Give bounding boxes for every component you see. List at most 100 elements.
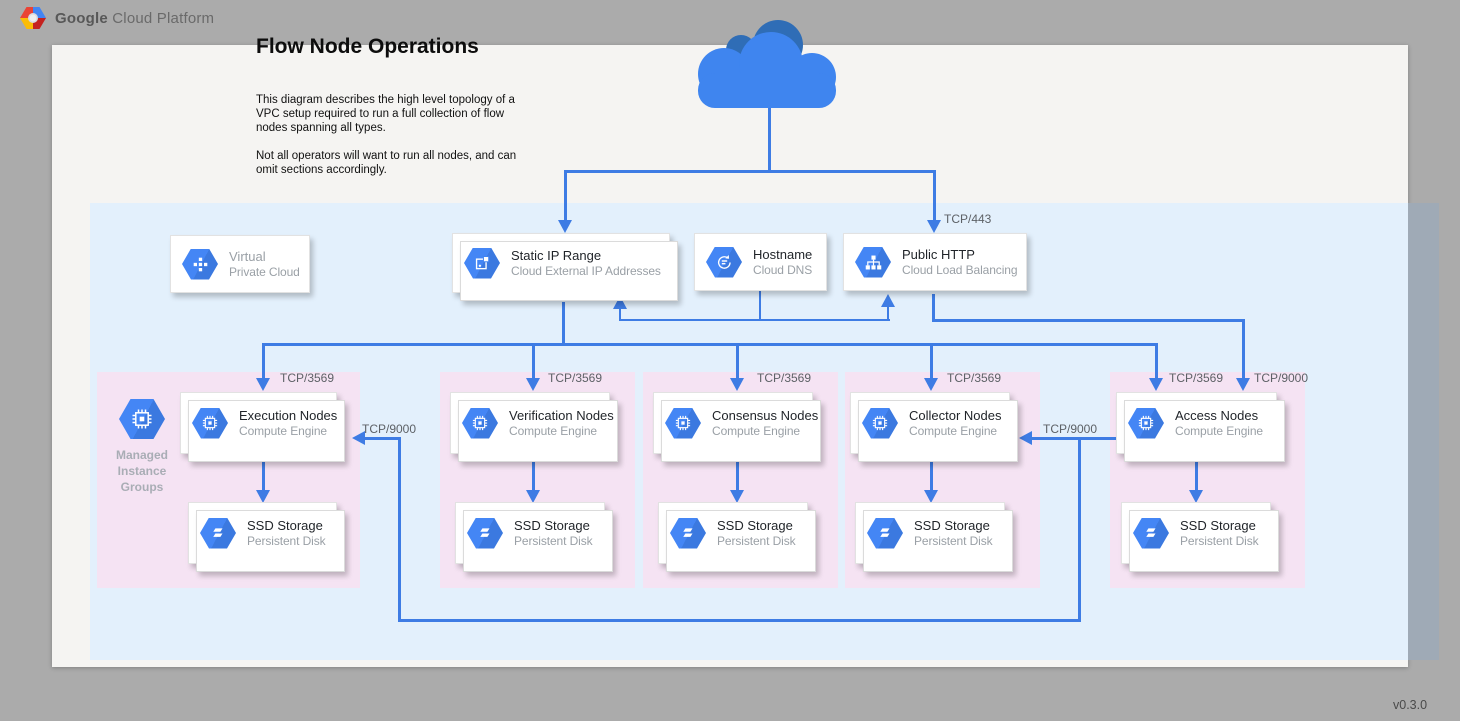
hostname-title: Hostname [753,247,813,262]
arrow-into-publichttp-bottom [881,294,895,307]
edge-staticip-drop [562,302,565,343]
node-card-title: Consensus Nodes [712,408,819,423]
managed-instance-groups-label: Managed Instance Groups [115,448,168,494]
edge-top-trunk [564,170,936,173]
edge-drop-verification [532,343,535,378]
edge-loop-down [1078,437,1081,622]
edge-loop-up [398,437,401,622]
external-ip-icon [464,247,500,279]
edge-loop-bottom [398,619,1081,622]
public-http-title: Public HTTP [902,247,975,262]
brand-text-rest: Cloud Platform [112,9,215,27]
persistent-disk-icon [670,517,706,549]
ssd-card-title: SSD Storage [1180,518,1256,533]
persistent-disk-icon [1133,517,1169,549]
arrow-verification-ssd [526,490,540,503]
brand-text-bold: Google [55,9,108,27]
edge-access-out [1032,437,1116,440]
static-ip-title: Static IP Range [511,248,602,263]
compute-engine-icon [462,407,498,439]
access-nodes-card: Access Nodes Compute Engine [1116,392,1285,462]
node-card-subtitle: Compute Engine [909,424,997,438]
verification-nodes-card: Verification Nodes Compute Engine [450,392,618,462]
vpc-network-region-overflow [1408,203,1439,660]
cloud-dns-icon [706,246,742,278]
edge-execution-to-ssd [262,456,265,492]
arrow-into-execution [256,378,270,391]
edge-trunk-to-staticip [564,170,567,220]
edge-dns-bus [620,319,890,321]
execution-nodes-card: Execution Nodes Compute Engine [180,392,345,462]
edge-lb-to-access [932,319,1245,322]
ssd-card-title: SSD Storage [514,518,590,533]
internet-cloud-icon [698,20,836,108]
edge-into-execution-9000 [365,437,401,440]
gcp-brand: Google Cloud Platform [20,7,214,29]
edge-consensus-to-ssd [736,456,739,492]
edge-label-collector-tcp3569: TCP/3569 [947,371,1002,385]
edge-label-access-tcp9000: TCP/9000 [1254,371,1309,385]
arrow-into-collector [924,378,938,391]
arrow-into-publichttp-top [927,220,941,233]
persistent-disk-icon [867,517,903,549]
edge-label-execution-tcp3569: TCP/3569 [280,371,335,385]
compute-engine-icon [862,407,898,439]
compute-engine-icon [192,407,228,439]
node-card-title: Access Nodes [1175,408,1259,423]
ssd-card-subtitle: Persistent Disk [247,534,326,548]
edge-dns-to-publichttp [887,306,889,321]
node-card-subtitle: Compute Engine [239,424,327,438]
arrow-into-consensus [730,378,744,391]
ssd-card-subtitle: Persistent Disk [914,534,993,548]
arrow-execution-ssd [256,490,270,503]
arrow-access-ssd [1189,490,1203,503]
edge-label-verification-tcp3569: TCP/3569 [548,371,603,385]
edge-access-to-ssd [1195,456,1198,492]
edge-publichttp-drop [932,294,935,321]
static-ip-subtitle: Cloud External IP Addresses [511,264,661,278]
edge-drop-execution [262,343,265,378]
edge-lb-access-drop [1242,319,1245,378]
execution-ssd-card: SSD Storage Persistent Disk [188,502,345,572]
node-card-title: Verification Nodes [509,408,614,423]
edge-drop-collector [930,343,933,378]
node-card-subtitle: Compute Engine [1175,424,1263,438]
consensus-nodes-card: Consensus Nodes Compute Engine [653,392,821,462]
edge-verification-to-ssd [532,456,535,492]
edge-label-collector-tcp9000: TCP/9000 [1043,422,1098,436]
edge-trunk-to-publichttp [933,170,936,220]
hostname-card: Hostname Cloud DNS [694,233,827,291]
edge-label-execution-tcp9000: TCP/9000 [362,422,417,436]
page-description: This diagram describes the high level to… [256,79,556,191]
node-card-subtitle: Compute Engine [509,424,597,438]
edge-dns-to-staticip [619,308,621,321]
consensus-ssd-card: SSD Storage Persistent Disk [658,502,816,572]
arrow-consensus-ssd [730,490,744,503]
vpc-card: Virtual Private Cloud [170,235,310,293]
collector-ssd-card: SSD Storage Persistent Disk [855,502,1013,572]
version-label: v0.3.0 [1393,698,1428,712]
static-ip-card: Static IP Range Cloud External IP Addres… [452,233,678,301]
load-balancer-icon [855,246,891,278]
edge-drop-consensus [736,343,739,378]
access-ssd-card: SSD Storage Persistent Disk [1121,502,1279,572]
gcp-logo-icon [20,7,46,29]
node-card-subtitle: Compute Engine [712,424,800,438]
ssd-card-subtitle: Persistent Disk [717,534,796,548]
persistent-disk-icon [467,517,503,549]
page-title: Flow Node Operations [256,35,479,58]
edge-label-tcp443: TCP/443 [944,212,992,226]
ssd-card-title: SSD Storage [914,518,990,533]
vpc-title: Virtual [229,249,266,264]
edge-collector-to-ssd [930,456,933,492]
arrow-into-verification [526,378,540,391]
edge-hostname-drop [759,291,761,321]
ssd-card-title: SSD Storage [717,518,793,533]
node-card-title: Collector Nodes [909,408,1002,423]
edge-label-consensus-tcp3569: TCP/3569 [757,371,812,385]
public-http-card: Public HTTP Cloud Load Balancing [843,233,1027,291]
edge-label-access-tcp3569: TCP/3569 [1169,371,1224,385]
ssd-card-subtitle: Persistent Disk [514,534,593,548]
vpc-subtitle: Private Cloud [229,265,300,279]
